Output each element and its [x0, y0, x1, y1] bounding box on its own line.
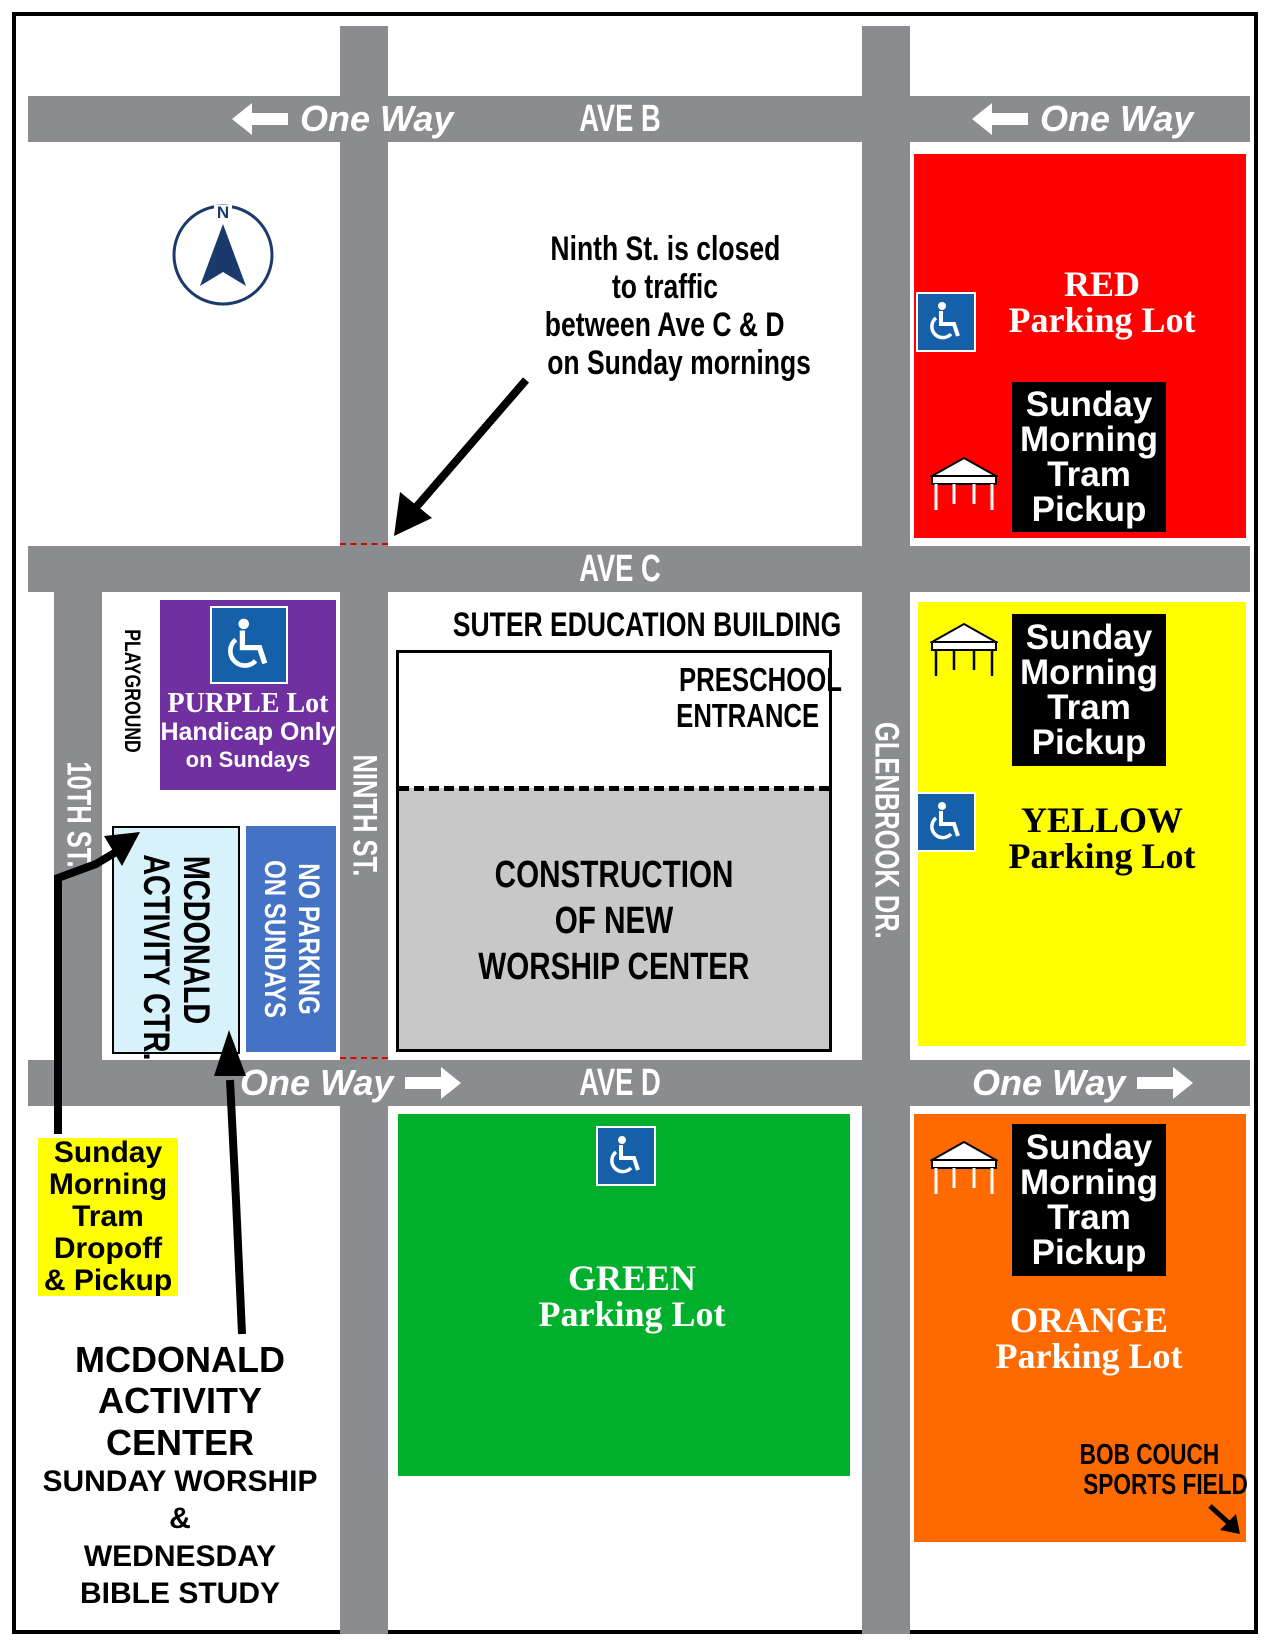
- glenbrook-dr-label: GLENBROOK DR.: [867, 722, 906, 939]
- construction-label: CONSTRUCTION OF NEW WORSHIP CENTER: [478, 854, 750, 988]
- compass-north-letter: N: [216, 203, 230, 222]
- mcdonald-activity-center-note: MCDONALD ACTIVITY CENTER SUNDAY WORSHIP …: [42, 1339, 318, 1611]
- one-way-ave-b-right: One Way: [972, 96, 1193, 142]
- canopy-tent-icon: [930, 456, 998, 510]
- road-ave-c: [28, 546, 1250, 592]
- arrow-right-icon: [405, 1067, 462, 1099]
- handicap-icon: [916, 792, 976, 852]
- one-way-ave-d-right: One Way: [972, 1060, 1194, 1106]
- one-way-ave-b-left: One Way: [232, 96, 453, 142]
- ave-b-label: AVE B: [579, 98, 661, 140]
- closure-mark-ave-d: [340, 1057, 388, 1059]
- notice-arrow-icon: [394, 377, 530, 536]
- construction-area: [399, 788, 829, 1049]
- handicap-icon: [210, 606, 288, 684]
- arrow-down-right-icon: [1208, 1504, 1240, 1534]
- one-way-ave-d-left: One Way: [240, 1060, 462, 1106]
- arrow-left-icon: [972, 103, 1028, 135]
- handicap-icon: [596, 1126, 656, 1186]
- tram-dropoff-pickup-box: Sunday Morning Tram Dropoff & Pickup: [38, 1137, 178, 1297]
- canopy-tent-icon: [930, 622, 998, 676]
- road-glenbrook-dr: [862, 26, 910, 1634]
- no-parking-zone: [246, 826, 336, 1052]
- green-lot-label: GREEN Parking Lot: [538, 1258, 726, 1334]
- suter-education-building-label: SUTER EDUCATION BUILDING: [452, 606, 842, 644]
- route-arrows-icon: [54, 832, 246, 1335]
- arrow-left-icon: [232, 103, 288, 135]
- construction-boundary: [399, 786, 829, 791]
- arrow-right-icon: [1137, 1067, 1194, 1099]
- yellow-lot-tram-pickup: Sunday Morning Tram Pickup: [1012, 614, 1166, 766]
- road-ninth-st: [340, 26, 388, 1634]
- handicap-icon: [916, 292, 976, 352]
- mcdonald-activity-building: [112, 826, 240, 1054]
- road-ave-b: [28, 96, 1250, 142]
- ave-c-label: AVE C: [579, 548, 661, 590]
- bob-couch-sports-field-label: BOB COUCH SPORTS FIELD: [1079, 1439, 1248, 1501]
- compass: N: [170, 202, 276, 308]
- north-arrow-icon: [172, 204, 274, 306]
- ninth-st-label: NINTH ST.: [345, 754, 384, 877]
- preschool-entrance-label: PRESCHOOL ENTRANCE: [676, 661, 843, 734]
- purple-lot-label: PURPLE Lot Handicap Only on Sundays: [160, 688, 336, 773]
- red-lot-label: RED Parking Lot: [1008, 264, 1196, 340]
- ninth-st-closure-notice: Ninth St. is closed to traffic between A…: [545, 230, 811, 382]
- yellow-lot-label: YELLOW Parking Lot: [1008, 800, 1196, 876]
- closure-mark-ave-c: [340, 543, 388, 545]
- red-lot-tram-pickup: Sunday Morning Tram Pickup: [1012, 382, 1166, 532]
- orange-lot-tram-pickup: Sunday Morning Tram Pickup: [1012, 1124, 1166, 1276]
- canopy-tent-icon: [930, 1140, 998, 1194]
- ave-d-label: AVE D: [579, 1062, 661, 1104]
- orange-lot-label: ORANGE Parking Lot: [995, 1300, 1183, 1376]
